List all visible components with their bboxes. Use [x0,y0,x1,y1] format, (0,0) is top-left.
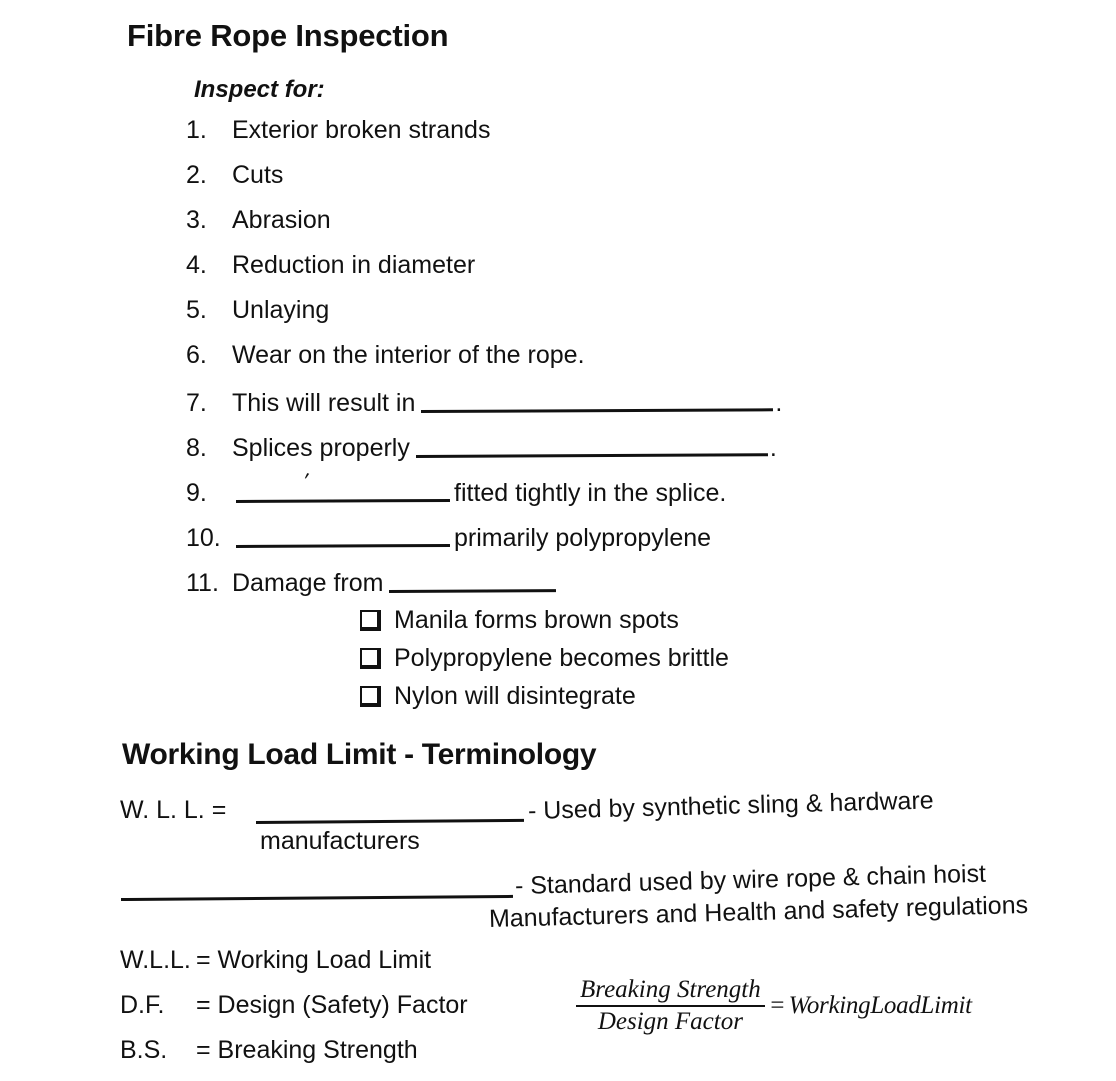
list-item-label: Unlaying [232,296,330,324]
checkbox-label: Nylon will disintegrate [394,682,636,710]
equals-sign: = [768,992,786,1019]
fraction: Breaking Strength Design Factor [576,976,765,1036]
list-item: 9. fitted tightly in the splice. [186,476,727,507]
list-item-suffix: primarily polypropylene [454,524,712,552]
list-item: 2. Cuts [186,161,283,191]
abbreviation-row: B.S. = Breaking Strength [120,1036,418,1065]
checkbox-item[interactable]: Manila forms brown spots [360,606,679,635]
list-item: 4. Reduction in diameter [186,251,475,281]
abbreviation-row: W.L.L. = Working Load Limit [120,946,431,975]
checkbox-icon[interactable] [360,648,381,669]
list-item: 10. primarily polypropylene [186,521,712,552]
section-title-working-load-limit: Working Load Limit - Terminology [122,738,597,771]
list-item-label: Damage from [232,569,384,597]
wll-equation-label: W. L. L. = [120,796,227,824]
list-item-number: 4. [186,251,207,279]
fill-in-blank[interactable] [416,431,768,456]
fraction-bar [576,1005,765,1007]
inspect-for-subheading: Inspect for: [194,76,325,103]
list-item-suffix: . [775,389,783,417]
working-load-limit-formula: Breaking Strength Design Factor = Workin… [576,976,972,1036]
abbreviation-key: D.F. [120,991,165,1019]
list-item: 1. Exterior broken strands [186,116,490,146]
list-item-number: 11. [186,569,219,597]
checkbox-icon[interactable] [360,610,381,631]
list-item-number: 10. [186,524,221,552]
checkbox-item[interactable]: Polypropylene becomes brittle [360,644,729,673]
list-item-label: Reduction in diameter [232,251,476,279]
manufacturers-note: manufacturers [260,827,420,855]
list-item-number: 6. [186,341,207,369]
abbreviation-value: = Working Load Limit [196,946,432,974]
abbreviation-key: W.L.L. [120,946,191,974]
list-item-number: 8. [186,434,207,462]
list-item-number: 2. [186,161,207,189]
wll-note-synthetic-sling: - Used by synthetic sling & hardware [527,786,934,825]
list-item-number: 9. [186,479,207,507]
list-item-number: 3. [186,206,207,234]
abbreviation-row: D.F. = Design (Safety) Factor [120,991,468,1020]
page-title: Fibre Rope Inspection [127,18,449,53]
fraction-numerator: Breaking Strength [580,976,761,1003]
formula-result: WorkingLoadLimit [788,992,973,1019]
list-item-number: 7. [186,389,207,417]
fill-in-blank-standard[interactable] [120,894,513,901]
fill-in-blank[interactable] [421,386,773,411]
list-item-label: Splices properly [232,434,410,462]
list-item-number: 1. [186,116,207,144]
list-item-suffix: fitted tightly in the splice. [454,479,727,507]
list-item: 6. Wear on the interior of the rope. [186,341,585,371]
checkbox-label: Polypropylene becomes brittle [394,644,729,672]
abbreviation-key: B.S. [120,1036,168,1064]
list-item: 5. Unlaying [186,296,329,326]
list-item-label: This will result in [232,389,416,417]
fill-in-blank[interactable] [236,476,450,501]
fill-in-blank[interactable] [389,566,556,591]
list-item: 7. This will result in . [186,386,783,417]
list-item-label: Abrasion [232,206,331,234]
list-item-label: Cuts [232,161,284,189]
checkbox-item[interactable]: Nylon will disintegrate [360,682,636,711]
list-item-label: Exterior broken strands [232,116,491,144]
abbreviation-value: = Breaking Strength [196,1036,418,1064]
abbreviation-value: = Design (Safety) Factor [196,991,468,1019]
list-item: 8. Splices properly . [186,431,777,462]
checkbox-label: Manila forms brown spots [394,606,679,634]
list-item: 11. Damage from [186,566,556,597]
checkbox-icon[interactable] [360,686,381,707]
list-item-suffix: . [769,434,777,462]
fill-in-blank-wll[interactable] [255,818,525,824]
list-item-number: 5. [186,296,207,324]
list-item: 3. Abrasion [186,206,331,236]
list-item-label: Wear on the interior of the rope. [232,341,585,369]
fraction-denominator: Design Factor [597,1008,743,1035]
fill-in-blank[interactable] [236,521,450,546]
